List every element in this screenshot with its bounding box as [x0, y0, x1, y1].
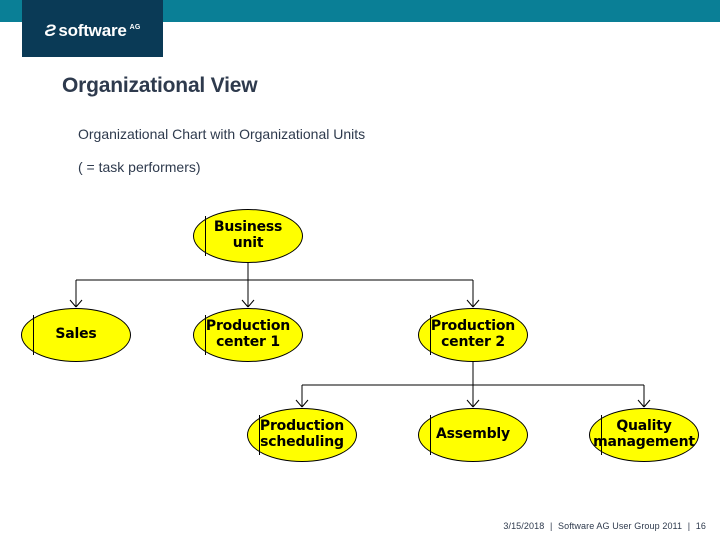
logo-suffix: AG — [129, 24, 141, 31]
slide-footer: 3/15/2018 | Software AG User Group 2011 … — [503, 521, 706, 531]
org-node-label: Sales — [55, 326, 97, 343]
logo-wordmark: software — [58, 21, 127, 40]
footer-event: Software AG User Group 2011 — [558, 521, 683, 531]
subtitle-line-2: ( = task performers) — [78, 159, 201, 175]
footer-separator-1: | — [549, 521, 553, 531]
software-ag-mark-icon: Ƨ — [44, 21, 56, 40]
org-node-accent-bar — [601, 415, 602, 455]
page-title: Organizational View — [62, 74, 258, 97]
logo-lockup: Ƨ software AG — [44, 22, 140, 39]
org-node-accent-bar — [205, 216, 206, 256]
org-node-accent-bar — [430, 315, 431, 355]
footer-date: 3/15/2018 — [503, 521, 545, 531]
footer-page-number: 16 — [695, 521, 706, 531]
org-node-accent-bar — [33, 315, 34, 355]
org-node-assembly[interactable]: Assembly — [418, 408, 528, 462]
org-node-label: Assembly — [436, 426, 510, 443]
org-node-sales[interactable]: Sales — [21, 308, 131, 362]
org-node-accent-bar — [259, 415, 260, 455]
org-node-accent-bar — [205, 315, 206, 355]
subtitle-line-1: Organizational Chart with Organizational… — [78, 126, 366, 142]
org-node-accent-bar — [430, 415, 431, 455]
software-ag-logo: Ƨ software AG — [22, 0, 163, 57]
header-band — [0, 0, 720, 22]
footer-separator-2: | — [687, 521, 691, 531]
